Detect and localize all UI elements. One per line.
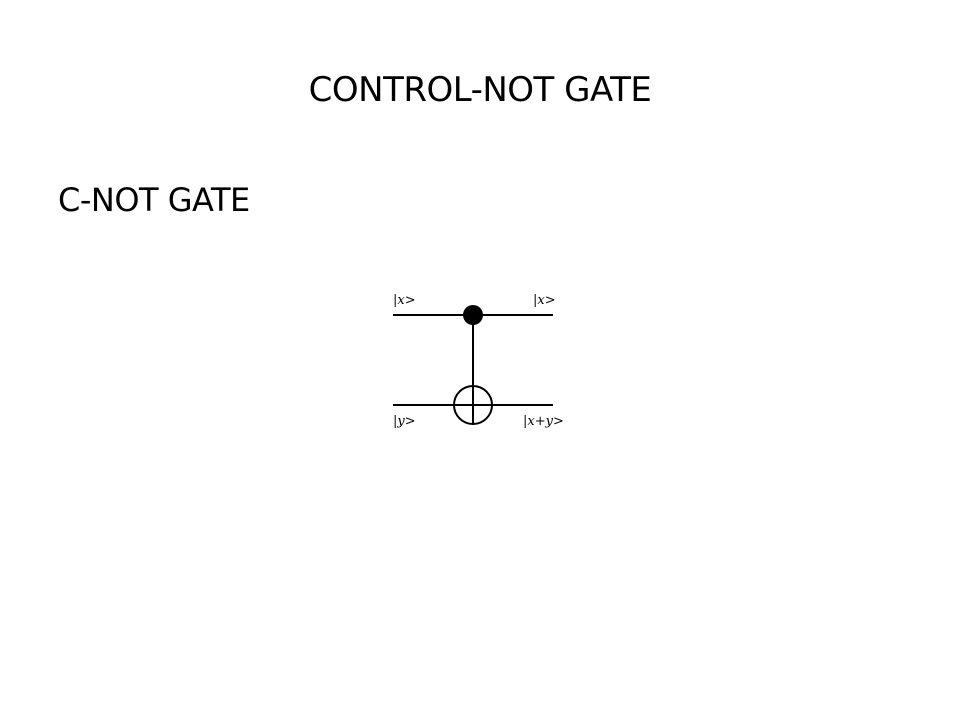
target-input-label: |y>	[393, 414, 416, 429]
target-xor-circle	[453, 385, 493, 425]
slide-subtitle: C-NOT GATE	[58, 181, 250, 219]
cnot-circuit-diagram: |x> |x> |y> |x+y>	[393, 293, 564, 429]
control-input-label: |x>	[393, 293, 416, 308]
control-dot	[463, 305, 483, 325]
control-output-label: |x>	[533, 293, 556, 308]
target-output-label: |x+y>	[523, 414, 564, 429]
slide-title: CONTROL-NOT GATE	[308, 70, 652, 110]
